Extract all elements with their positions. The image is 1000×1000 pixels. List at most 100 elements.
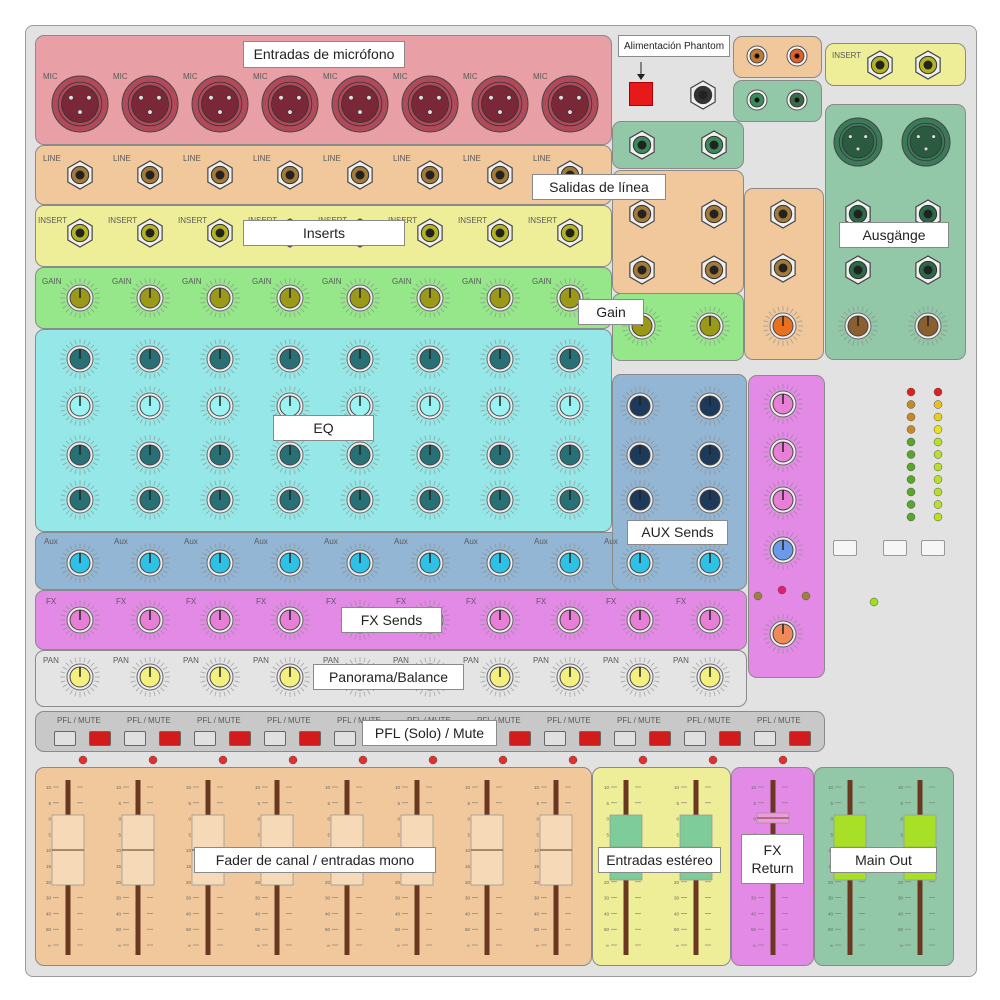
eq-knob-8-1[interactable] — [550, 339, 590, 379]
master-fx-knob-5[interactable] — [763, 614, 803, 654]
line-jack-6[interactable] — [417, 160, 443, 190]
gain-knob-4[interactable] — [270, 278, 310, 318]
master-button-1[interactable] — [833, 540, 857, 556]
eq-knob-2-1[interactable] — [130, 339, 170, 379]
eq-knob-5-1[interactable] — [340, 339, 380, 379]
eq-knob-7-1[interactable] — [480, 339, 520, 379]
pan-knob-7[interactable] — [480, 657, 520, 697]
eq-knob-5-4[interactable] — [340, 480, 380, 520]
line-jack-2[interactable] — [137, 160, 163, 190]
aux-master-knob-3-2[interactable] — [690, 480, 730, 520]
output-jack-3[interactable] — [845, 255, 871, 285]
aux-knob-5[interactable] — [340, 543, 380, 583]
fx-knob-1[interactable] — [60, 600, 100, 640]
mute-button-7[interactable] — [509, 731, 531, 746]
aux-knob-8[interactable] — [550, 543, 590, 583]
pfl-button-8[interactable] — [544, 731, 566, 746]
stereo-in-jack-1[interactable] — [629, 130, 655, 160]
fx-knob-3[interactable] — [200, 600, 240, 640]
master-fx-knob-2[interactable] — [763, 432, 803, 472]
gain-knob-7[interactable] — [480, 278, 520, 318]
fx-return-jack-2[interactable] — [770, 253, 796, 283]
mic-xlr-6[interactable] — [401, 75, 459, 133]
stereo-gain-knob-1[interactable] — [622, 306, 662, 346]
gain-knob-8[interactable] — [550, 278, 590, 318]
output-jack-2[interactable] — [915, 199, 941, 229]
pan-knob-1[interactable] — [60, 657, 100, 697]
insert-jack-7[interactable] — [487, 218, 513, 248]
line-jack-7[interactable] — [487, 160, 513, 190]
phantom-power-button[interactable] — [629, 82, 653, 106]
line-jack-4[interactable] — [277, 160, 303, 190]
master-fx-knob-4[interactable] — [763, 530, 803, 570]
mute-button-9[interactable] — [649, 731, 671, 746]
pan-knob-10[interactable] — [690, 657, 730, 697]
fx-knob-7[interactable] — [480, 600, 520, 640]
gain-knob-6[interactable] — [410, 278, 450, 318]
aux-knob-2[interactable] — [130, 543, 170, 583]
eq-knob-2-3[interactable] — [130, 435, 170, 475]
pfl-button-1[interactable] — [54, 731, 76, 746]
pfl-button-9[interactable] — [614, 731, 636, 746]
tape-in-left-rca[interactable] — [746, 45, 768, 67]
control-room-knob[interactable] — [908, 306, 948, 346]
eq-knob-1-2[interactable] — [60, 386, 100, 426]
eq-knob-6-1[interactable] — [410, 339, 450, 379]
mic-xlr-7[interactable] — [471, 75, 529, 133]
mic-xlr-1[interactable] — [51, 75, 109, 133]
line-jack-1[interactable] — [67, 160, 93, 190]
eq-knob-8-4[interactable] — [550, 480, 590, 520]
stereo-in-jack-2[interactable] — [701, 130, 727, 160]
eq-knob-1-4[interactable] — [60, 480, 100, 520]
gain-knob-5[interactable] — [340, 278, 380, 318]
main-insert-jack-r[interactable] — [915, 50, 941, 80]
mute-button-2[interactable] — [159, 731, 181, 746]
eq-knob-8-2[interactable] — [550, 386, 590, 426]
eq-knob-4-4[interactable] — [270, 480, 310, 520]
aux-knob-6[interactable] — [410, 543, 450, 583]
eq-knob-2-4[interactable] — [130, 480, 170, 520]
fx-return-jack-1[interactable] — [770, 199, 796, 229]
insert-jack-6[interactable] — [417, 218, 443, 248]
aux-knob-3[interactable] — [200, 543, 240, 583]
fx-knob-4[interactable] — [270, 600, 310, 640]
pan-knob-4[interactable] — [270, 657, 310, 697]
fx-knob-8[interactable] — [550, 600, 590, 640]
pfl-button-11[interactable] — [754, 731, 776, 746]
pfl-button-10[interactable] — [684, 731, 706, 746]
tape-out-left-rca[interactable] — [746, 89, 768, 111]
eq-knob-6-2[interactable] — [410, 386, 450, 426]
mic-xlr-2[interactable] — [121, 75, 179, 133]
eq-knob-3-3[interactable] — [200, 435, 240, 475]
aux-master-knob-1-2[interactable] — [690, 386, 730, 426]
insert-jack-8[interactable] — [557, 218, 583, 248]
tape-in-right-rca[interactable] — [786, 45, 808, 67]
eq-knob-2-2[interactable] — [130, 386, 170, 426]
aux-knob-4[interactable] — [270, 543, 310, 583]
fx-knob-2[interactable] — [130, 600, 170, 640]
eq-knob-6-4[interactable] — [410, 480, 450, 520]
stereo-gain-knob-2[interactable] — [690, 306, 730, 346]
phones-level-knob[interactable] — [838, 306, 878, 346]
eq-knob-4-2[interactable] — [270, 386, 310, 426]
pfl-button-4[interactable] — [264, 731, 286, 746]
main-out-xlr-r[interactable] — [901, 117, 951, 167]
eq-knob-7-4[interactable] — [480, 480, 520, 520]
pan-knob-3[interactable] — [200, 657, 240, 697]
eq-knob-4-1[interactable] — [270, 339, 310, 379]
pfl-button-3[interactable] — [194, 731, 216, 746]
mute-button-1[interactable] — [89, 731, 111, 746]
eq-knob-6-3[interactable] — [410, 435, 450, 475]
aux-master-knob-1-1[interactable] — [620, 386, 660, 426]
pfl-button-5[interactable] — [334, 731, 356, 746]
pan-knob-9[interactable] — [620, 657, 660, 697]
mute-button-10[interactable] — [719, 731, 741, 746]
aux-knob-9[interactable] — [620, 543, 660, 583]
gain-knob-1[interactable] — [60, 278, 100, 318]
eq-knob-4-3[interactable] — [270, 435, 310, 475]
pan-knob-2[interactable] — [130, 657, 170, 697]
